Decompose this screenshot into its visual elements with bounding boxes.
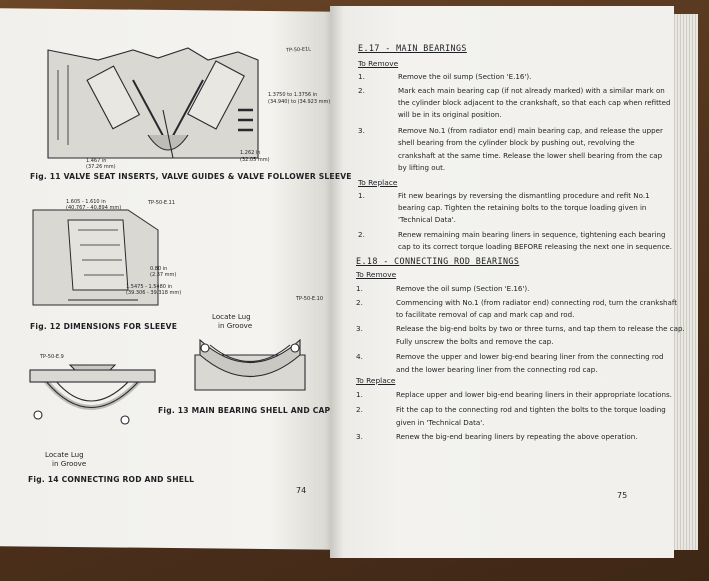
- instruction-line: 'Technical Data'.: [398, 215, 456, 224]
- fig-12-dim-4: (2.37 mm): [150, 272, 177, 278]
- fig-11-drawing: [47, 47, 259, 159]
- item-number: 4.: [356, 352, 363, 361]
- section-e17-title: E.17 - MAIN BEARINGS: [358, 43, 467, 53]
- instruction-line: and the lower bearing liner from the con…: [396, 365, 598, 374]
- item-number: 3.: [356, 324, 363, 333]
- e18-replace-heading: To Replace: [356, 376, 396, 385]
- instruction-line: will be in its original position.: [398, 110, 502, 119]
- fig-13-ref: TP-50-E.10: [296, 296, 324, 302]
- item-number: 2.: [356, 298, 363, 307]
- instruction-line: Release the big-end bolts by two or thre…: [396, 324, 685, 333]
- instruction-line: to facilitate removal of cap and mark ca…: [396, 310, 575, 319]
- instruction-line: Commencing with No.1 (from radiator end)…: [396, 298, 678, 307]
- instruction-line: Renew remaining main bearing liners in s…: [398, 230, 666, 239]
- fig-12-dim-3: 0.80 in: [150, 266, 168, 272]
- item-number: 2.: [358, 86, 365, 95]
- e17-remove-heading: To Remove: [358, 59, 399, 68]
- fig-12-dim-1: 1.605 - 1.610 in: [66, 199, 106, 205]
- fig-11-dim-3: 1.467 in: [86, 158, 107, 164]
- e17-replace-heading: To Replace: [358, 178, 398, 187]
- instruction-line: Fully unscrew the bolts and remove the c…: [396, 337, 554, 346]
- fig-14-label-2: in Groove: [52, 459, 87, 468]
- fig-11-dim-4: (37.26 mm): [86, 164, 116, 170]
- fig-12-dim-6: (39.306 - 39.318 mm): [126, 290, 182, 296]
- fig-11-dim-2: (34.940) to (34.923 mm): [268, 99, 331, 105]
- e18-remove-heading: To Remove: [356, 270, 397, 279]
- instruction-line: Fit the cap to the connecting rod and ti…: [396, 405, 666, 414]
- instruction-line: Replace upper and lower big-end bearing …: [396, 390, 672, 399]
- instruction-line: Remove the oil sump (Section 'E.16').: [396, 284, 530, 293]
- right-page: [330, 6, 674, 558]
- fig-12-dim-2: (40.767 - 40.894 mm): [66, 205, 122, 211]
- fig-12-drawing: [32, 209, 159, 306]
- left-page-number: 74: [296, 486, 307, 495]
- fig-12-caption: Fig. 12 DIMENSIONS FOR SLEEVE: [30, 322, 178, 331]
- instruction-line: by lifting out.: [398, 163, 446, 172]
- section-e18-title: E.18 - CONNECTING ROD BEARINGS: [356, 256, 520, 266]
- fig-14-ref: TP-50-E.9: [40, 354, 64, 360]
- instruction-line: the cylinder block adjacent to the crank…: [398, 98, 671, 107]
- fig-12-dim-5: 1.5475 - 1.5480 in: [126, 284, 173, 290]
- instruction-line: Renew the big-end bearing liners by repe…: [396, 432, 638, 441]
- fig-11-dim-6: (32.05 mm): [240, 157, 270, 163]
- fig-13-caption: Fig. 13 MAIN BEARING SHELL AND CAP: [158, 406, 331, 415]
- page-stack-edge: [672, 14, 698, 550]
- fig-14-caption: Fig. 14 CONNECTING ROD AND SHELL: [28, 475, 195, 484]
- instruction-line: Remove No.1 (from radiator end) main bea…: [398, 126, 663, 135]
- item-number: 3.: [356, 432, 363, 441]
- instruction-line: crankshaft at the same time. Release the…: [398, 151, 663, 160]
- item-number: 2.: [356, 405, 363, 414]
- fig-14-drawing: [29, 364, 156, 425]
- item-number: 1.: [358, 191, 365, 200]
- instruction-line: given in 'Technical Data'.: [396, 418, 485, 427]
- fig-13-drawing: [194, 338, 306, 391]
- item-number: 1.: [358, 72, 365, 81]
- item-number: 1.: [356, 390, 363, 399]
- fig-11-caption: Fig. 11 VALVE SEAT INSERTS, VALVE GUIDES…: [30, 172, 352, 181]
- instruction-line: bearing cap. Tighten the retaining bolts…: [398, 203, 647, 212]
- fig-13-label-2: in Groove: [218, 321, 253, 330]
- fig-12-ref: TP-50-E.11: [148, 200, 176, 206]
- item-number: 2.: [358, 230, 365, 239]
- instruction-line: Remove the upper and lower big-end beari…: [396, 352, 664, 361]
- instruction-line: cap to its correct torque loading BEFORE…: [398, 242, 672, 251]
- item-number: 3.: [358, 126, 365, 135]
- instruction-line: Mark each main bearing cap (if not alrea…: [398, 86, 665, 95]
- item-number: 1.: [356, 284, 363, 293]
- fig-13-label-1: Locate Lug: [212, 312, 251, 321]
- instruction-line: Fit new bearings by reversing the disman…: [398, 191, 650, 200]
- instruction-line: Remove the oil sump (Section 'E.16').: [398, 72, 532, 81]
- fig-11-dim-5: 1.262 in: [240, 150, 261, 156]
- fig-11-dim-1: 1.3750 to 1.3756 in: [268, 92, 318, 98]
- fig-14-label-1: Locate Lug: [45, 450, 84, 459]
- instruction-line: shell bearing from the cylinder block by…: [398, 138, 635, 147]
- right-page-number: 75: [617, 491, 628, 500]
